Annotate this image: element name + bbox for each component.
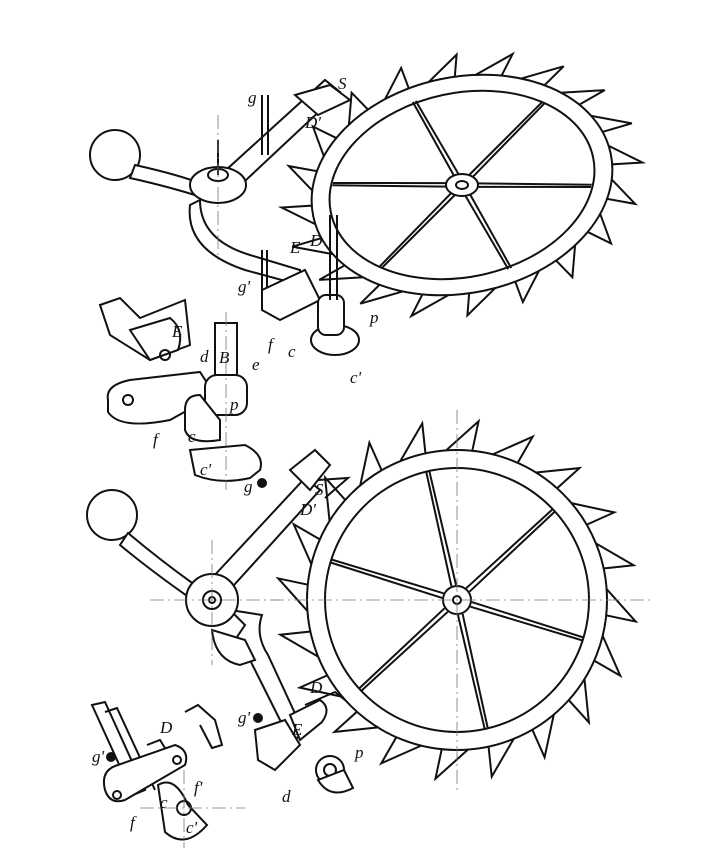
top-wheel-hub (445, 173, 479, 197)
label-bottom-E: E (291, 720, 303, 739)
label-detail-c-prime: c' (200, 460, 212, 479)
label-detail-d: d (200, 347, 209, 366)
label-bottom-D-prime: D' (299, 500, 316, 519)
wheel-spoke (331, 558, 444, 595)
wheel-spoke (332, 184, 447, 188)
label-top-E: E (289, 238, 301, 257)
bottom-wheel-spokes (330, 470, 584, 730)
wheel-tooth (275, 576, 312, 618)
wheel-spoke (360, 611, 449, 692)
top-detail-parts (98, 296, 267, 490)
wheel-spoke (358, 607, 446, 690)
label-detail-f: f (153, 430, 160, 449)
wheel-spoke (330, 561, 443, 599)
label-top-c-prime: c' (350, 368, 362, 387)
label-detail-e: e (252, 355, 260, 374)
label-top-f: f (268, 335, 275, 354)
wheel-tooth (433, 745, 475, 782)
label-detail-B: B (219, 348, 230, 367)
label-bdetail-g-prime: g' (92, 747, 105, 766)
wheel-spoke (477, 182, 592, 186)
label-bottom-S: S (315, 480, 324, 499)
wheel-spoke (465, 508, 554, 589)
bottom-lever-arm (86, 448, 355, 794)
bottom-detail-parts (90, 700, 245, 848)
label-detail-c: c (188, 427, 196, 446)
label-detail-E: E (171, 322, 183, 341)
label-top-g-prime: g' (238, 277, 251, 296)
wheel-spoke (428, 470, 458, 586)
label-detail-p: p (229, 395, 239, 414)
label-top-D: D (309, 231, 323, 250)
label-bdetail-c: c (160, 793, 168, 812)
wheel-spoke (380, 194, 456, 269)
wheel-spoke (378, 192, 452, 268)
wheel-spoke (471, 601, 584, 639)
wheel-spoke (468, 510, 556, 593)
label-bottom-g-prime: g' (238, 708, 251, 727)
detail-pin-g-prime (106, 752, 116, 762)
wheel-tooth (602, 582, 639, 624)
wheel-spoke (411, 101, 456, 177)
label-top-p: p (369, 308, 379, 327)
bottom-counterweight (86, 489, 138, 541)
label-bottom-D: D (309, 678, 323, 697)
label-bdetail-c-prime: c' (186, 818, 198, 837)
top-pallet-E (261, 268, 322, 322)
label-bdetail-f: f (130, 813, 137, 832)
label-top-D-prime: D' (304, 113, 321, 132)
wheel-spoke (468, 193, 513, 269)
label-bdetail-f-prime: f' (194, 778, 203, 797)
bottom-pallet-E (288, 698, 328, 742)
top-escape-wheel (277, 51, 647, 319)
detail-pallet-E (128, 316, 182, 362)
bottom-pallet-S (288, 448, 332, 492)
label-detail-g: g (244, 477, 253, 496)
detail-pin-g (257, 478, 267, 488)
label-bottom-p: p (354, 743, 364, 762)
wheel-spoke (456, 614, 486, 730)
label-top-S: S (338, 74, 347, 93)
wheel-spoke (464, 194, 510, 270)
wheel-spoke (472, 102, 546, 178)
label-bdetail-D: D (159, 718, 173, 737)
wheel-spoke (461, 613, 489, 729)
top-pallet-S (292, 83, 352, 117)
wheel-tooth (439, 418, 481, 455)
label-bottom-d: d (282, 787, 291, 806)
bottom-pin-g-prime (253, 713, 263, 723)
detail-roller-c (156, 781, 209, 841)
wheel-spoke (470, 605, 583, 642)
top-wheel-spokes (332, 100, 592, 270)
top-lever-arm (89, 78, 360, 356)
label-top-c: c (288, 342, 296, 361)
top-counterweight (89, 129, 141, 181)
wheel-spoke (425, 471, 453, 587)
wheel-spoke (468, 101, 544, 176)
label-top-g: g (248, 88, 257, 107)
wheel-spoke (414, 100, 460, 176)
